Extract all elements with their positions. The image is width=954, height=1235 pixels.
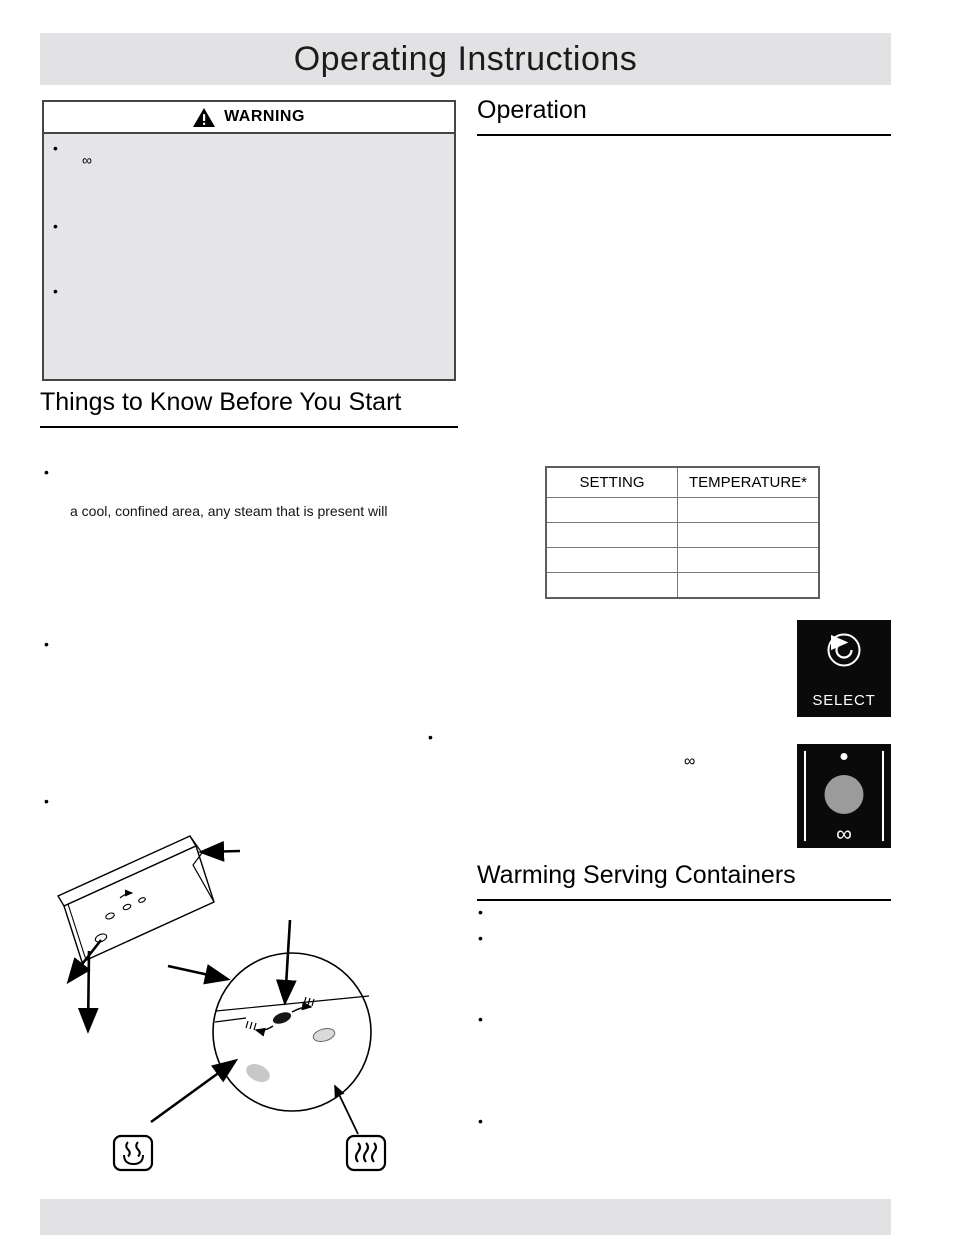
knob-pad-bottom [246, 1064, 270, 1082]
knob-circle [824, 775, 864, 814]
table-header-setting: SETTING [547, 468, 678, 497]
setting-tick-marks [245, 996, 315, 1031]
list-bullet: • [44, 793, 49, 809]
infinity-symbol: ∞ [684, 753, 696, 770]
warning-label: WARNING [224, 108, 305, 125]
knob-frame-line [804, 751, 806, 841]
warning-bullet: • [53, 283, 58, 299]
callout-arrow [150, 1058, 239, 1124]
list-bullet: • [478, 930, 483, 946]
table-cell [547, 548, 678, 572]
list-bullet: • [478, 1113, 483, 1129]
heading-underline [40, 426, 458, 428]
callout-arrow [77, 950, 99, 1034]
table-row [547, 573, 818, 597]
control-panel-diagram [56, 835, 387, 1172]
callout-arrow [334, 1084, 359, 1135]
callout-arrow [275, 919, 297, 1006]
table-header-row: SETTING TEMPERATURE* [547, 468, 818, 498]
knob-detail [254, 1001, 313, 1037]
table-cell [678, 573, 818, 597]
callout-arrow [66, 939, 103, 985]
knob-frame-line [882, 751, 884, 841]
footer-bar [40, 1199, 891, 1235]
warning-header: WARNING [44, 102, 454, 134]
table-cell [678, 523, 818, 547]
table-header-temperature: TEMPERATURE* [688, 474, 808, 491]
list-bullet: • [478, 1011, 483, 1027]
heading-underline [477, 899, 891, 901]
body-text-line: a cool, confined area, any steam that is… [70, 503, 388, 519]
callout-arrow [167, 964, 231, 985]
control-panel-illustration [56, 835, 215, 963]
select-key-label: SELECT [812, 692, 876, 709]
warning-box: WARNING • ∞ • • [42, 100, 456, 381]
select-key-image: SELECT [797, 620, 891, 717]
table-row [547, 548, 818, 573]
section-heading-things-to-know: Things to Know Before You Start [40, 388, 402, 416]
callout-arrows [66, 841, 359, 1135]
magnifier-circle [212, 952, 372, 1112]
list-bullet: • [478, 904, 483, 920]
heading-underline [477, 134, 891, 136]
knob-pad-right [312, 1028, 336, 1042]
knob-indicator-dot [840, 753, 848, 760]
knob-image: ∞ [797, 744, 891, 848]
section-heading-warming-containers: Warming Serving Containers [477, 861, 796, 889]
page-banner: Operating Instructions [40, 33, 891, 85]
table-row [547, 498, 818, 523]
steam-icon [345, 1134, 387, 1172]
list-bullet: • [44, 464, 49, 480]
table-cell [547, 498, 678, 522]
table-cell [678, 498, 818, 522]
warning-bullet: • [53, 140, 58, 156]
warning-bullet: • [53, 218, 58, 234]
infinity-symbol: ∞ [82, 152, 92, 168]
table-cell [547, 573, 678, 597]
dish-warming-icon [112, 1134, 154, 1172]
page-title: Operating Instructions [293, 39, 638, 78]
table-cell [678, 548, 818, 572]
section-heading-operation: Operation [477, 96, 587, 124]
callout-arrow [198, 841, 241, 862]
list-bullet: • [428, 729, 433, 745]
cycle-arrow-icon [827, 633, 861, 667]
settings-table: SETTING TEMPERATURE* [545, 466, 820, 599]
infinity-symbol: ∞ [836, 821, 852, 846]
table-cell [547, 523, 678, 547]
warning-triangle-icon [193, 107, 216, 127]
list-bullet: • [44, 636, 49, 652]
table-row [547, 523, 818, 548]
